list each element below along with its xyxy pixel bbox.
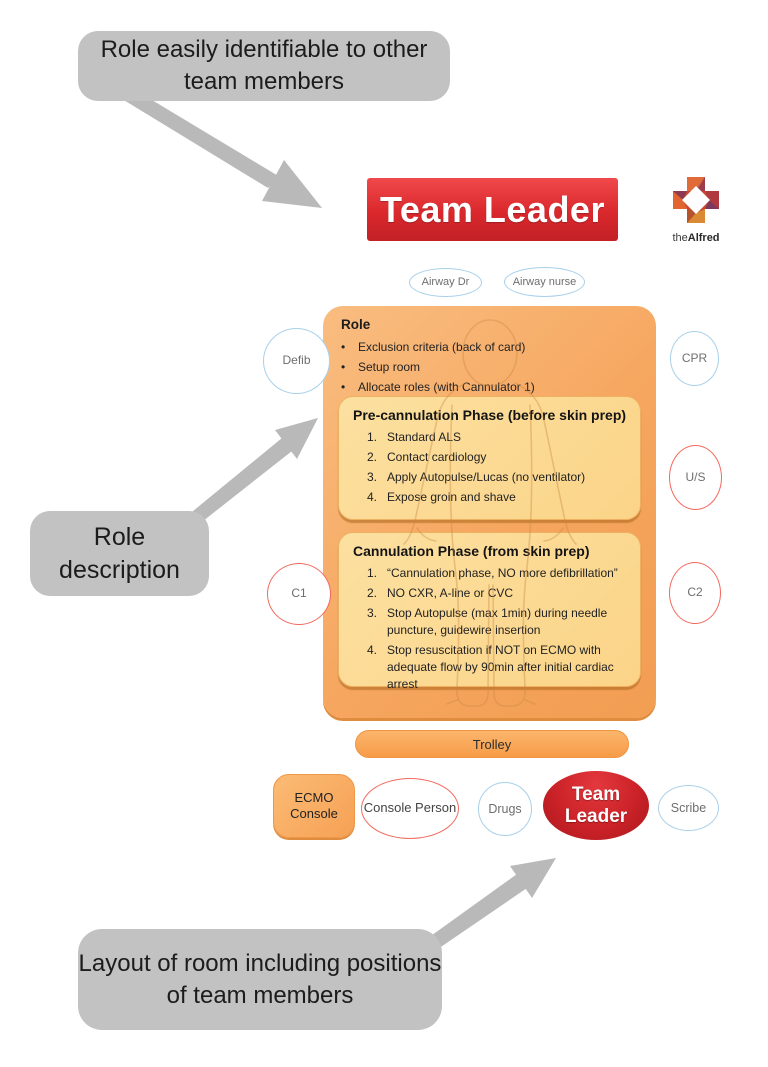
list-item: 1. “Cannulation phase, NO more defibrilla… xyxy=(353,565,628,582)
position-oval-airway-nurse: Airway nurse xyxy=(504,267,585,297)
position-circle-cannulator1: C1 xyxy=(267,563,331,625)
list-number: 1. xyxy=(367,566,378,580)
position-circle-cannulator2: C2 xyxy=(669,562,721,624)
arrow-role-callout-to-card xyxy=(187,418,318,525)
callout-role-identifiable: Role easily identifiable to other team m… xyxy=(78,31,450,101)
role-card: Role •Exclusion criteria (back of card)•… xyxy=(323,306,656,718)
alfred-cross-icon xyxy=(673,177,719,223)
list-item: • Exclusion criteria (back of card) xyxy=(341,337,638,357)
bullet-marker: • xyxy=(341,380,346,395)
pre-cannulation-phase-card: Pre-cannulation Phase (before skin prep)… xyxy=(338,396,641,520)
title-banner: Team Leader xyxy=(367,178,618,241)
callout-role-description: Role description xyxy=(30,511,209,596)
us-label: U/S xyxy=(685,469,706,484)
callout-role-description-text: Role description xyxy=(59,522,180,584)
list-item-text: Exclusion criteria (back of card) xyxy=(358,340,526,354)
pre-cannulation-steps: 1. Standard ALS 2. Contact cardiology 3. Appl… xyxy=(353,429,628,506)
list-item-text: Stop Autopulse (max 1min) during needle … xyxy=(387,606,608,638)
list-item: 1. Standard ALS xyxy=(353,429,628,446)
list-item-text: Stop resuscitation if NOT on ECMO with a… xyxy=(387,643,614,692)
console-person-label: Console Person xyxy=(363,800,457,816)
list-number: 2. xyxy=(367,586,378,601)
position-oval-scribe: Scribe xyxy=(658,785,719,831)
cannulation-steps: 1. “Cannulation phase, NO more defibrilla… xyxy=(353,565,628,693)
list-number: 4. xyxy=(367,643,378,658)
cannulation-phase-title: Cannulation Phase (from skin prep) xyxy=(353,543,590,559)
list-item-text: Contact cardiology xyxy=(387,450,487,465)
scribe-label: Scribe xyxy=(670,800,707,815)
list-item: 2. Contact cardiology xyxy=(353,449,628,466)
team-leader-oval-label: Team Leader xyxy=(564,784,628,827)
position-oval-team-leader: Team Leader xyxy=(543,771,649,840)
role-card-heading: Role xyxy=(341,317,371,332)
list-item-text: NO CXR, A-line or CVC xyxy=(387,586,514,601)
list-item: 4. Expose groin and shave xyxy=(353,489,628,506)
airway-nurse-label: Airway nurse xyxy=(512,275,577,288)
bullet-marker: • xyxy=(341,340,346,354)
role-bullet-list: • Exclusion criteria (back of card) • Setup… xyxy=(341,337,638,397)
callout-room-layout-text: Layout of room including positions of te… xyxy=(78,949,442,1009)
list-item: • Setup room xyxy=(341,357,638,377)
trolley-label: Trolley xyxy=(472,736,512,752)
alfred-logo: theAlfred xyxy=(668,177,724,244)
list-item-text: Standard ALS xyxy=(387,430,462,444)
callout-role-identifiable-text: Role easily identifiable to other team m… xyxy=(100,36,428,95)
list-item-text: Setup room xyxy=(358,360,421,375)
list-item: 4. Stop resuscitation if NOT on ECMO with… xyxy=(353,642,628,693)
cannulation-phase-card: Cannulation Phase (from skin prep) 1. “Ca… xyxy=(338,532,641,691)
list-item: 2. NO CXR, A-line or CVC xyxy=(353,585,628,602)
defib-label: Defib xyxy=(282,353,311,368)
list-item: 3. Apply Autopulse/Lucas (no ventilator) xyxy=(353,469,628,486)
cpr-label: CPR xyxy=(681,350,708,365)
list-number: 2. xyxy=(367,450,378,465)
ecmo-console-box: ECMO Console xyxy=(273,774,355,838)
ecmo-console-label: ECMO Console xyxy=(290,789,338,821)
bullet-marker: • xyxy=(341,360,346,375)
list-item-text: “Cannulation phase, NO more defibrillati… xyxy=(387,566,618,580)
alfred-wordmark-the: the xyxy=(672,232,688,244)
position-oval-airway-dr: Airway Dr xyxy=(409,268,482,297)
c2-label: C2 xyxy=(687,585,703,600)
list-item-text: Apply Autopulse/Lucas (no ventilator) xyxy=(387,470,586,485)
list-item: • Allocate roles (with Cannulator 1) xyxy=(341,377,638,397)
arrow-layout-callout-to-team-leader xyxy=(421,858,556,953)
position-circle-defib: Defib xyxy=(263,328,330,394)
position-circle-ultrasound: U/S xyxy=(669,445,722,510)
c1-label: C1 xyxy=(291,586,307,601)
position-oval-console-person: Console Person xyxy=(361,778,459,839)
list-number: 3. xyxy=(367,606,378,621)
alfred-wordmark-alfred: Alfred xyxy=(687,232,720,244)
position-circle-drugs: Drugs xyxy=(478,782,532,836)
title-banner-text: Team Leader xyxy=(380,188,605,230)
list-item-text: Allocate roles (with Cannulator 1) xyxy=(358,380,535,395)
drugs-label: Drugs xyxy=(488,801,522,816)
list-item: 3. Stop Autopulse (max 1min) during needl… xyxy=(353,605,628,639)
airway-dr-label: Airway Dr xyxy=(421,276,470,289)
pre-cannulation-phase-title: Pre-cannulation Phase (before skin prep) xyxy=(353,407,627,423)
trolley-pill: Trolley xyxy=(355,730,629,758)
list-number: 1. xyxy=(367,430,378,444)
callout-room-layout: Layout of room including positions of te… xyxy=(78,929,442,1030)
alfred-wordmark: theAlfred xyxy=(668,232,724,244)
list-number: 4. xyxy=(367,490,378,505)
list-item-text: Expose groin and shave xyxy=(387,490,516,505)
list-number: 3. xyxy=(367,470,378,485)
position-circle-cpr: CPR xyxy=(670,331,719,386)
